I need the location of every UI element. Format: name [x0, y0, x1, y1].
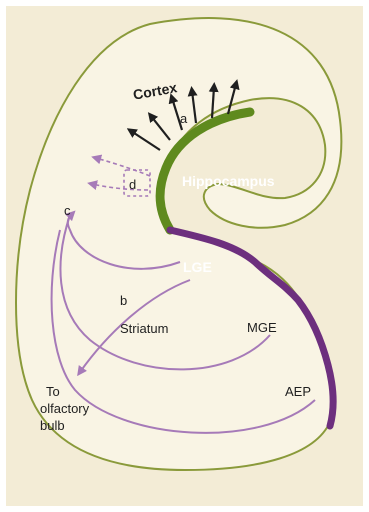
label-striatum: Striatum [120, 321, 168, 336]
letter-b: b [120, 293, 127, 308]
label-hippocampus: Hippocampus [182, 173, 275, 189]
label-olfactory-line3: bulb [40, 418, 65, 433]
letter-d: d [129, 177, 136, 192]
label-mge: MGE [247, 320, 277, 335]
label-olfactory-line1: To [46, 384, 60, 399]
letter-a: a [180, 111, 188, 126]
label-lge: LGE [183, 259, 212, 275]
label-olfactory-line2: olfactory [40, 401, 90, 416]
letter-c: c [64, 203, 71, 218]
label-aep: AEP [285, 384, 311, 399]
